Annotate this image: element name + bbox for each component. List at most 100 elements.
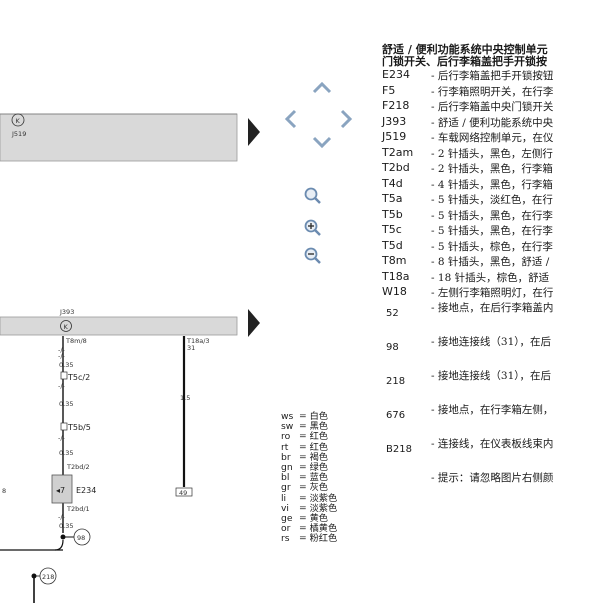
t5b-label: T5b/5 bbox=[67, 423, 91, 432]
color-code-row: gn = 绿色 bbox=[281, 462, 337, 474]
pan-left-icon[interactable] bbox=[283, 108, 297, 130]
t5b-connector bbox=[60, 422, 68, 431]
legend-code: T5b bbox=[382, 207, 403, 221]
legend-desc: - 接地点，在行李箱左侧， bbox=[431, 404, 554, 416]
color-code-row: or = 橘黄色 bbox=[281, 524, 337, 534]
small-mark-2: -/- bbox=[58, 352, 66, 360]
color-code-row: li = 淡紫色 bbox=[281, 492, 338, 504]
legend-desc: - 5 针插头，棕色，在行李 bbox=[431, 240, 553, 253]
component-legend: 舒适 / 便利功能系统中央控制单元 门锁开关、后行李箱盖把手开锁按 E234- … bbox=[382, 44, 602, 485]
small-mark-1: -/- bbox=[58, 346, 66, 354]
ground-98-marker bbox=[73, 528, 91, 546]
legend-desc: - 后行李箱盖中央门锁开关 bbox=[431, 101, 554, 113]
color-name: = 淡紫色 bbox=[299, 492, 338, 504]
legend-code: T4d bbox=[382, 176, 403, 190]
color-code-row: sw= 黑色 bbox=[281, 421, 337, 433]
color-code-row: ge= 黄色 bbox=[281, 513, 337, 525]
color-code-row: vi= 淡紫色 bbox=[281, 502, 338, 514]
wire-size-1: 0.35 bbox=[59, 361, 73, 369]
color-code: li bbox=[281, 492, 287, 504]
legend-code: T18a bbox=[382, 269, 410, 283]
legend-desc: - 接地连接线（31），在后 bbox=[431, 336, 551, 348]
zoom-fit-icon[interactable] bbox=[303, 186, 323, 206]
color-code: gr bbox=[281, 482, 291, 494]
e234-label: E234 bbox=[76, 486, 96, 495]
legend-desc: - 接地点，在后行李箱盖内 bbox=[431, 302, 554, 314]
left-edge-label-8: 8 bbox=[2, 487, 6, 495]
wire-bottom-curve bbox=[54, 539, 64, 551]
color-code: gn bbox=[281, 462, 293, 474]
legend-code: J393 bbox=[382, 114, 407, 128]
legend-code: F218 bbox=[382, 99, 410, 112]
legend-code: 52 bbox=[386, 308, 399, 319]
color-code: rs bbox=[281, 533, 290, 545]
pan-down-icon[interactable] bbox=[311, 136, 333, 150]
j519-unit-band bbox=[0, 113, 238, 162]
color-name: = 红色 bbox=[299, 441, 328, 453]
j393-k-symbol-icon bbox=[60, 320, 72, 332]
terminal-49-label: 49 bbox=[179, 489, 187, 497]
color-code: ro bbox=[281, 431, 291, 443]
color-code-row: ws = 白色 bbox=[281, 411, 337, 422]
legend-desc: - 舒适 / 便利功能系统中央 bbox=[431, 116, 554, 129]
legend-code: F5 bbox=[382, 83, 396, 97]
wire-size-3: 0.35 bbox=[59, 449, 73, 457]
color-code: rt bbox=[281, 441, 289, 453]
color-name: = 淡紫色 bbox=[299, 502, 338, 514]
color-code-row: bl= 蓝色 bbox=[281, 473, 337, 483]
t2bd-top-label: T2bd/2 bbox=[66, 463, 90, 471]
pan-up-icon[interactable] bbox=[311, 80, 333, 94]
color-name: = 橘黄色 bbox=[299, 523, 338, 535]
legend-title-line2: 门锁开关、后行李箱盖把手开锁按 bbox=[382, 55, 547, 68]
legend-code: T2bd bbox=[382, 161, 410, 174]
legend-code: E234 bbox=[382, 68, 410, 81]
legend-code: 98 bbox=[386, 342, 399, 353]
wire-size-2: 0.35 bbox=[59, 400, 73, 408]
legend-code: J519 bbox=[382, 130, 407, 143]
legend-code: 676 bbox=[386, 410, 406, 421]
color-code: or bbox=[281, 523, 291, 535]
color-name: = 黄色 bbox=[299, 513, 328, 525]
legend-desc: - 5 针插头，黑色，在行李 bbox=[431, 209, 553, 222]
legend-desc: - 接地连接线（31），在后 bbox=[431, 370, 551, 382]
color-code-row: gr= 灰色 bbox=[281, 483, 337, 493]
page-arrow-bottom-right[interactable] bbox=[248, 309, 260, 337]
page-arrow-top-right[interactable] bbox=[248, 118, 260, 146]
e234-switch-box bbox=[51, 474, 73, 504]
t2bd-bot-label: T2bd/1 bbox=[66, 505, 90, 513]
j393-k-symbol: K bbox=[64, 323, 69, 331]
t18a-label: T18a/3 bbox=[186, 337, 210, 345]
pan-right-icon[interactable] bbox=[340, 108, 354, 130]
legend-code: T5d bbox=[382, 238, 403, 252]
color-name: = 粉红色 bbox=[299, 533, 338, 545]
wire-size-15: 1.5 bbox=[180, 394, 190, 402]
legend-desc: - 5 针插头，淡红色，在行 bbox=[431, 194, 553, 206]
j393-label: J393 bbox=[59, 308, 74, 316]
legend-code: W18 bbox=[382, 285, 407, 298]
color-code-row: rt = 红色 bbox=[281, 441, 337, 453]
color-name: = 白色 bbox=[299, 411, 328, 422]
legend-desc: - 2 针插头，黑色，行李箱 bbox=[431, 163, 553, 175]
j519-label: J519 bbox=[11, 130, 26, 138]
zoom-in-icon[interactable] bbox=[303, 218, 323, 238]
legend-desc: - 18 针插头，棕色，舒适 bbox=[431, 271, 550, 284]
wire-size-4: 0.35 bbox=[59, 522, 73, 530]
color-name: = 绿色 bbox=[299, 462, 328, 474]
legend-code: 218 bbox=[386, 376, 406, 387]
t5c-connector bbox=[60, 371, 68, 380]
color-code: sw bbox=[281, 421, 294, 433]
legend-desc: - 提示：请忽略图片右侧颜 bbox=[431, 472, 554, 484]
legend-code: T8m bbox=[382, 254, 407, 267]
legend-code: B218 bbox=[386, 444, 412, 455]
color-name: = 蓝色 bbox=[299, 472, 328, 484]
legend-desc: - 2 针插头，黑色，左侧行 bbox=[431, 147, 553, 160]
legend-desc: - 后行李箱盖把手开锁按钮 bbox=[431, 70, 554, 82]
j393-unit-band bbox=[0, 316, 238, 336]
ground-98-dot bbox=[60, 534, 66, 540]
legend-code: T5a bbox=[382, 192, 403, 205]
zoom-out-icon[interactable] bbox=[303, 246, 323, 266]
legend-code: T5c bbox=[382, 223, 402, 236]
color-code: ws bbox=[281, 411, 294, 422]
small-mark-4: -/- bbox=[58, 434, 66, 442]
